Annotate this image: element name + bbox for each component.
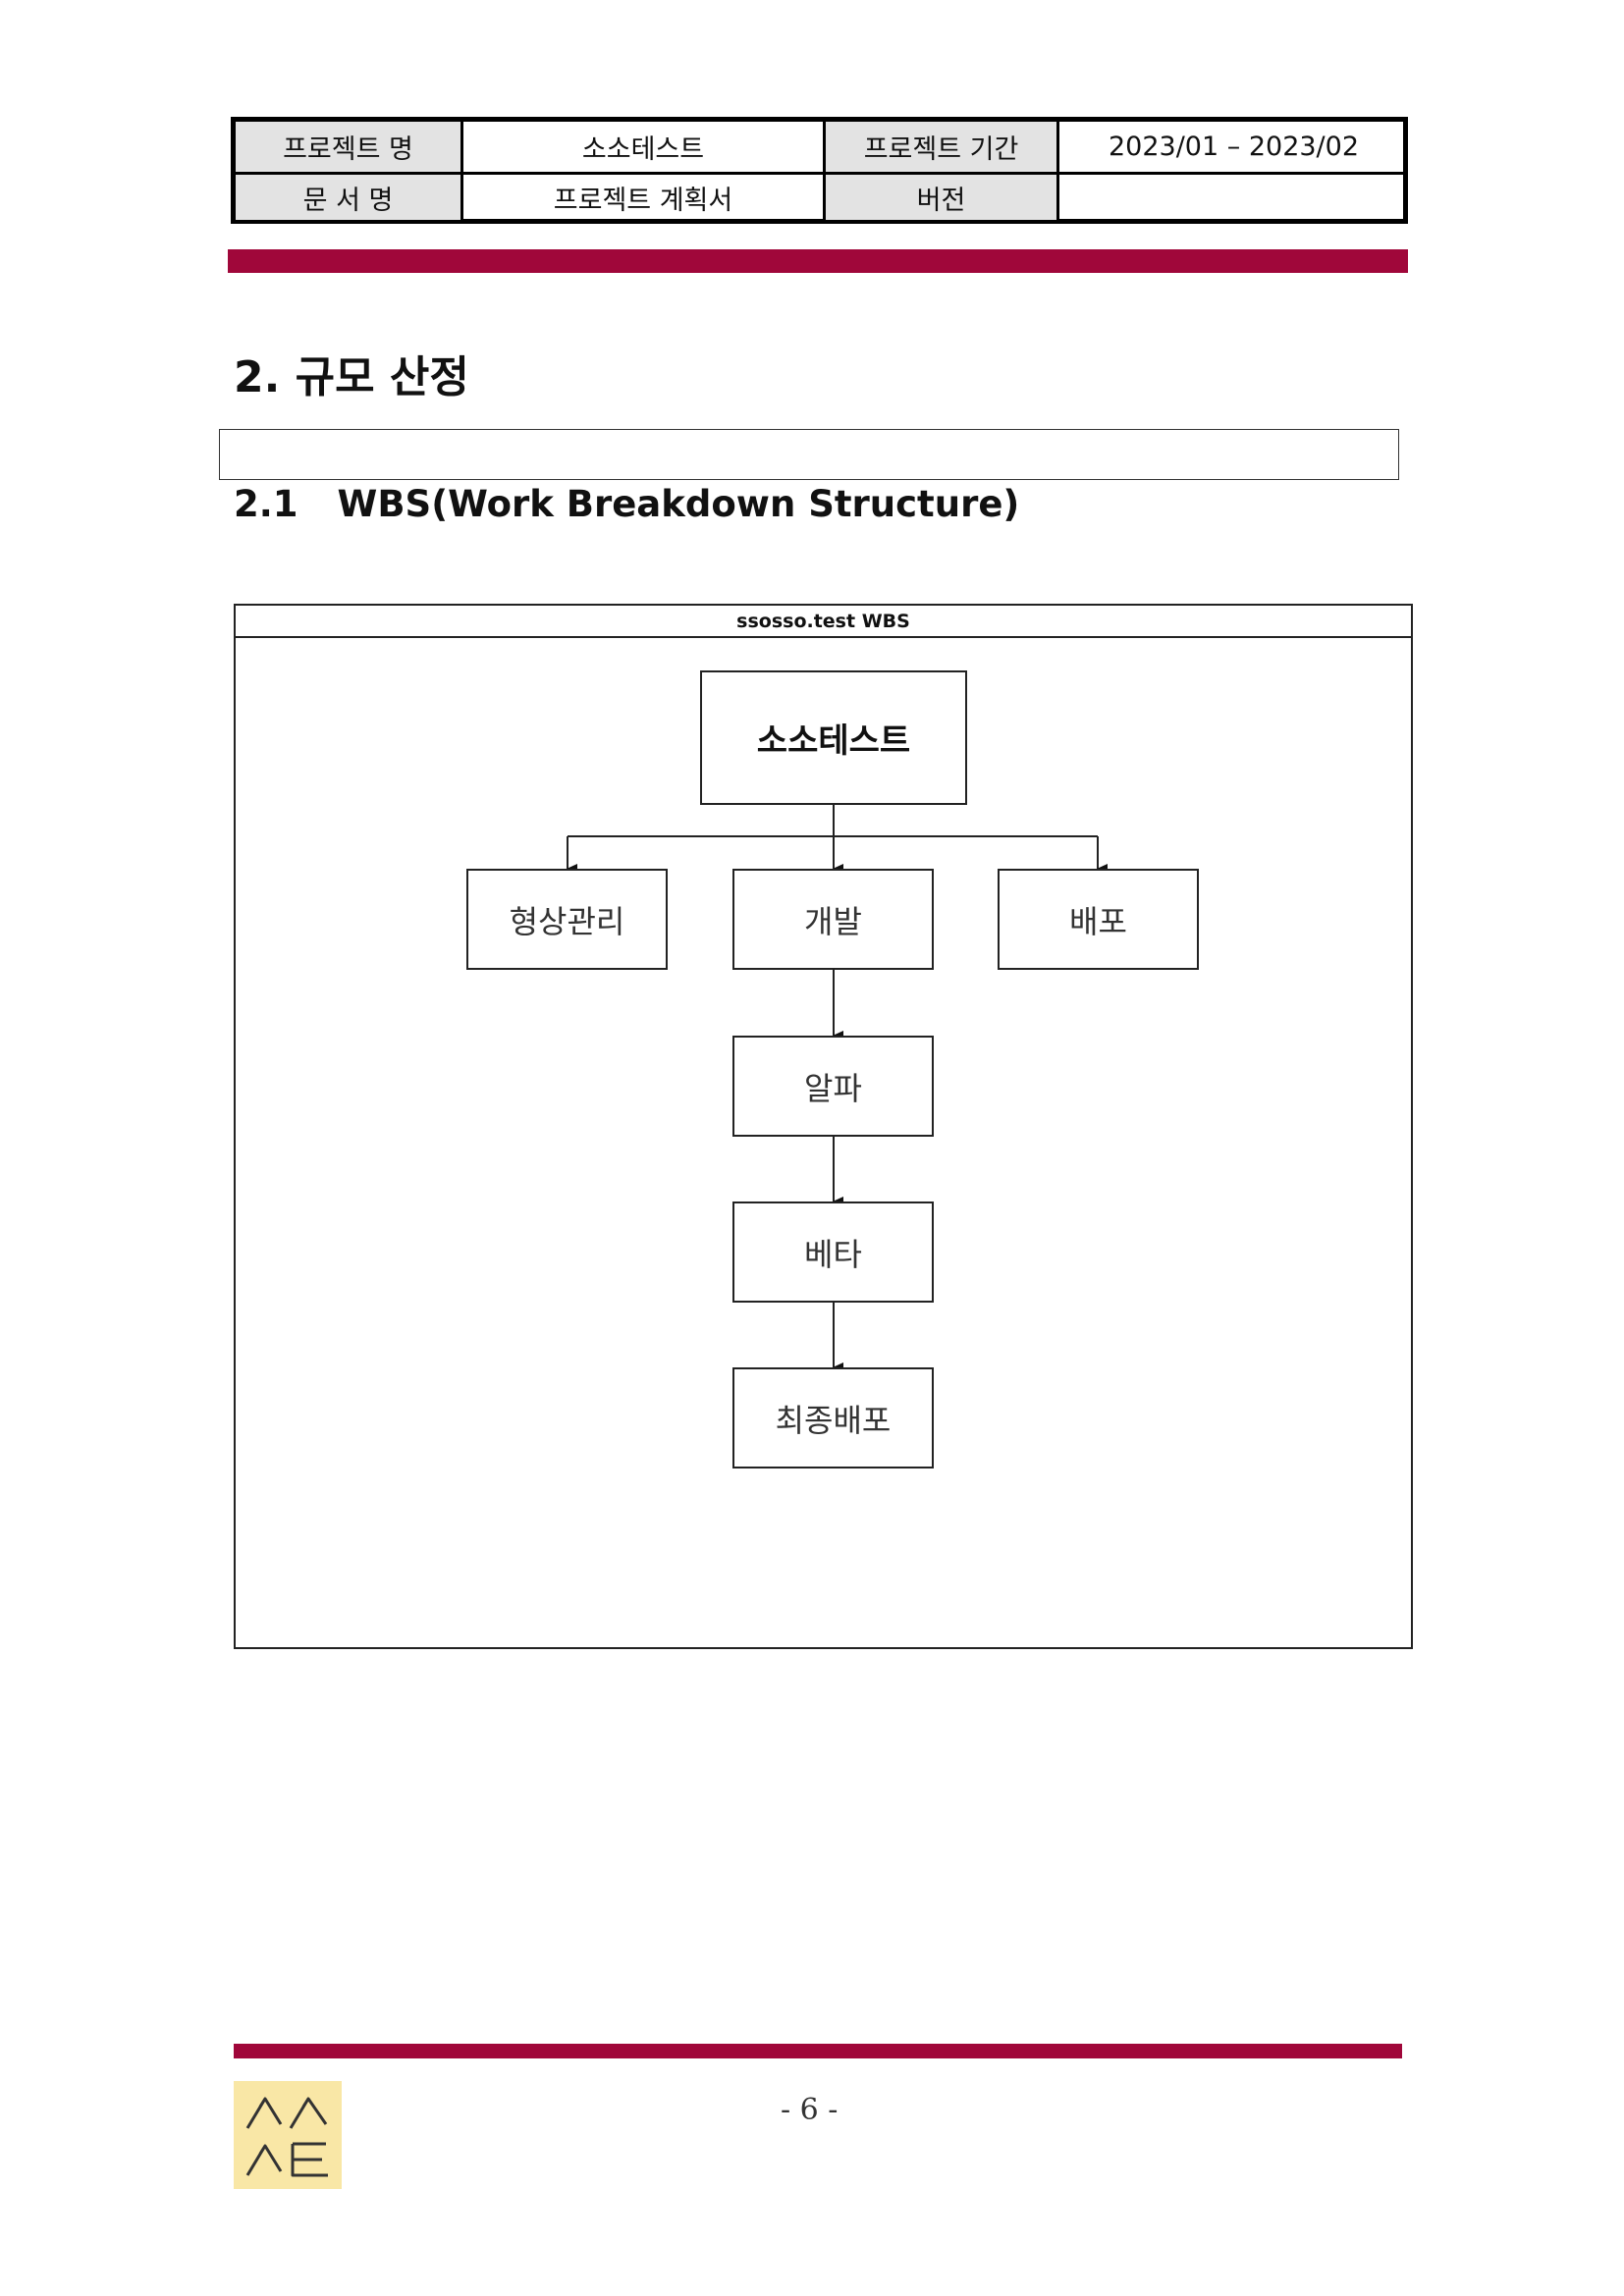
footer-accent-bar [234,2044,1402,2058]
version-label: 버전 [826,175,1056,220]
project-period-value: 2023/01 – 2023/02 [1109,132,1359,162]
wbs-node-config-mgmt: 형상관리 [466,869,668,970]
header-accent-bar [228,249,1408,273]
wbs-node-development: 개발 [732,869,934,970]
table-row-divider [236,172,1403,175]
document-name-label: 문 서 명 [236,175,460,220]
wbs-node-final-deploy: 최종배포 [732,1367,934,1468]
project-name-value: 소소테스트 [581,134,705,165]
subsection-number: 2.1 [234,483,298,525]
wbs-root-node: 소소테스트 [700,670,967,805]
subsection-label: WBS(Work Breakdown Structure) [337,483,1020,525]
page-number: - 6 - [781,2093,839,2127]
connector-lines [567,804,1108,1372]
diagram-title: ssosso.test WBS [236,606,1411,638]
wbs-node-deployment: 배포 [998,869,1199,970]
wbs-node-alpha: 알파 [732,1036,934,1137]
table-col-divider [1056,122,1059,219]
version-value [1059,175,1408,220]
table-col-divider [823,122,826,219]
wbs-diagram: ssosso.test WBS 소소테스트 형상관리 개발 배포 알파 베타 최… [234,604,1413,1649]
empty-text-box [219,429,1399,480]
logo-icon [245,2097,328,2177]
document-name-value: 프로젝트 계획서 [553,185,733,216]
table-col-divider [460,122,463,219]
document-header-table: 프로젝트 명 소소테스트 프로젝트 기간 2023/01 – 2023/02 문… [231,117,1408,224]
wbs-node-beta: 베타 [732,1201,934,1303]
project-period-label: 프로젝트 기간 [826,122,1056,172]
subsection-title: 2.1 WBS(Work Breakdown Structure) [234,483,1019,525]
section-title: 2. 규모 산정 [234,352,469,402]
company-logo [234,2081,342,2189]
project-name-label: 프로젝트 명 [236,122,460,172]
